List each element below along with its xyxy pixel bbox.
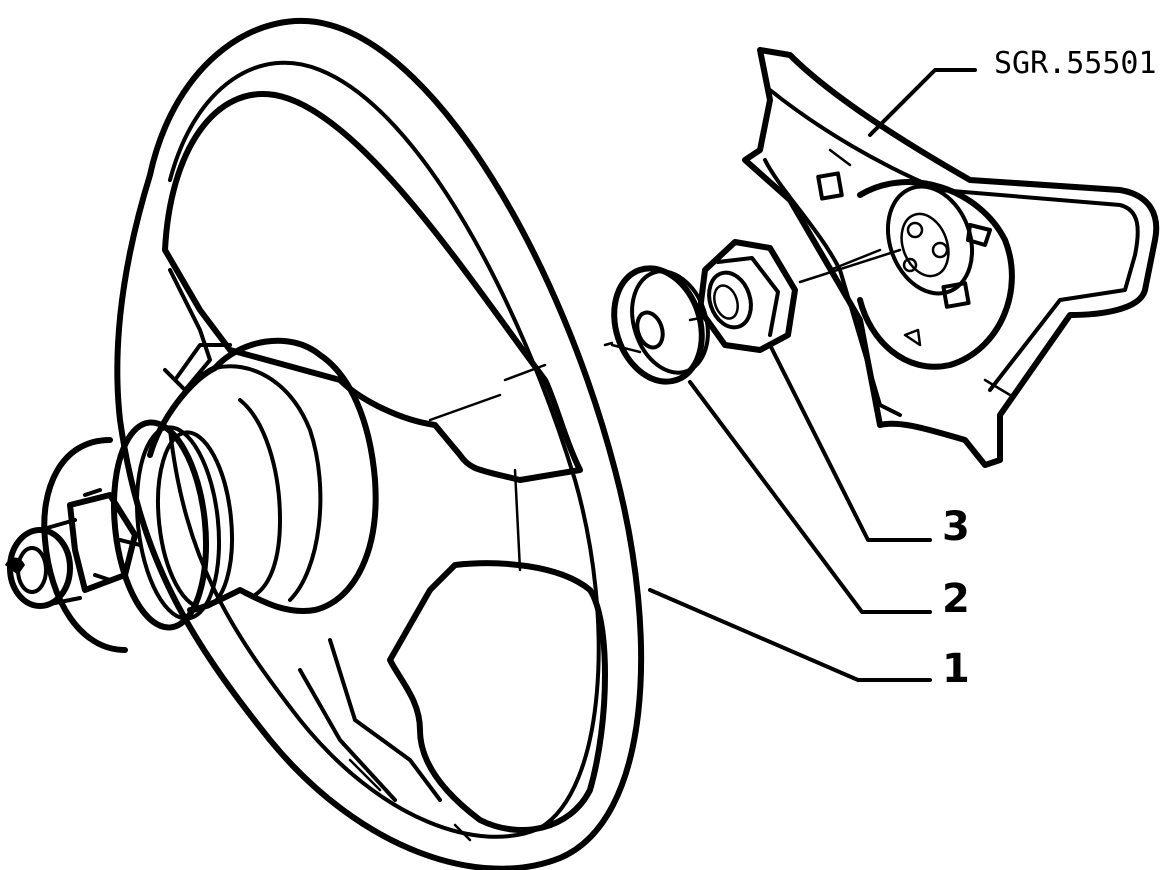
callout-label-3: 3 [942,504,970,550]
steering-hub [5,337,379,653]
leader-line-1 [648,588,932,682]
callout-label-1: 1 [942,646,970,692]
assembly-axis [603,316,702,347]
leader-line-2 [688,380,932,614]
leader-line-3 [768,343,932,542]
reference-code: SGR.55501 [994,46,1157,81]
callout-label-2: 2 [942,576,970,622]
leader-line-reference [868,68,977,137]
horn-cover [742,47,1160,468]
nut [697,239,902,353]
steering-wheel [114,18,645,870]
